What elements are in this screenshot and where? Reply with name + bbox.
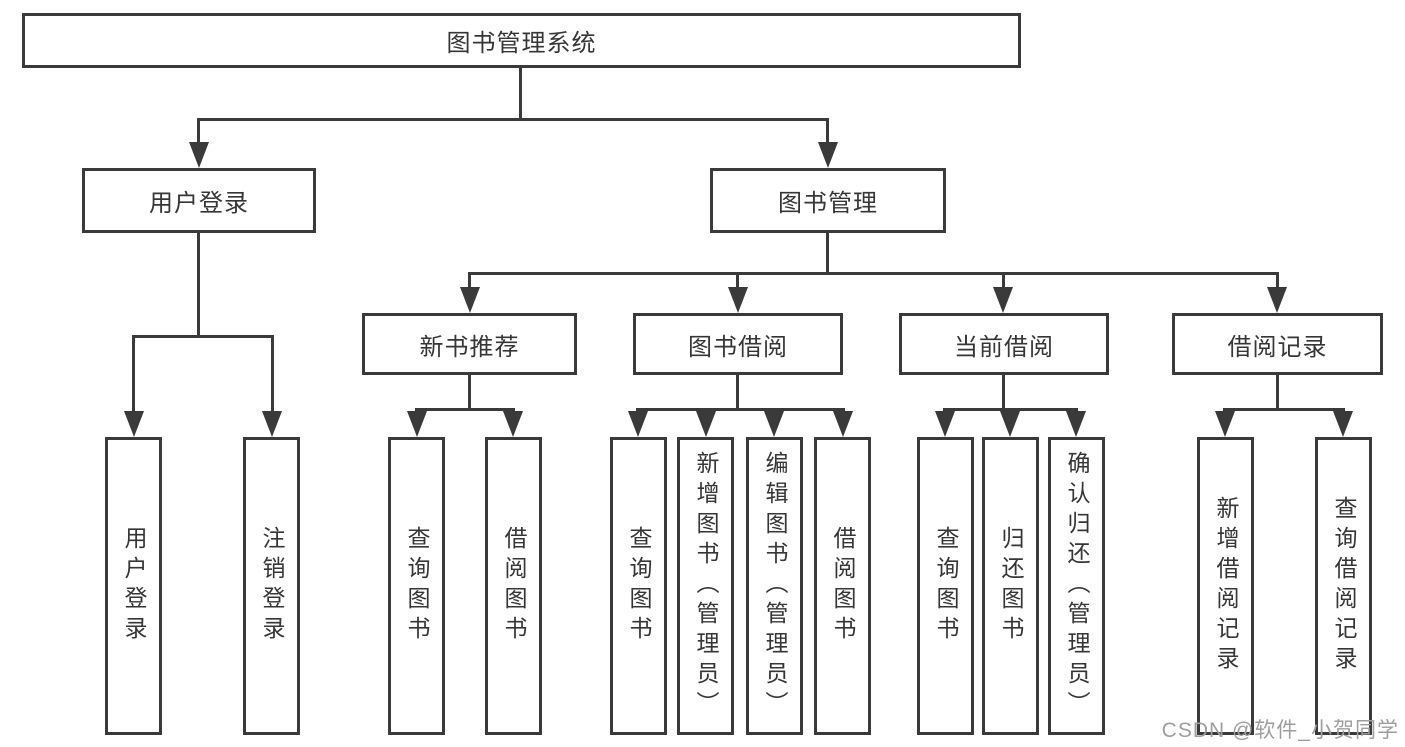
node-leaf-query-book-borrow: 查询图书 bbox=[610, 437, 667, 735]
arrow-down-icon bbox=[728, 287, 748, 313]
node-leaf-logout: 注销登录 bbox=[243, 437, 300, 735]
arrow-down-icon bbox=[1215, 411, 1235, 437]
arrow-down-icon bbox=[1333, 411, 1353, 437]
connector-line bbox=[826, 233, 829, 275]
connector-line bbox=[132, 335, 135, 415]
node-leaf-borrow-book: 借阅图书 bbox=[814, 437, 871, 735]
connector-line bbox=[271, 335, 274, 415]
connector-line bbox=[468, 272, 471, 290]
leaf-label: 编辑图书（管理员） bbox=[762, 451, 788, 721]
arrow-down-icon bbox=[189, 142, 209, 168]
connector-line bbox=[736, 272, 739, 290]
arrow-down-icon bbox=[993, 287, 1013, 313]
connector-line bbox=[197, 118, 200, 146]
node-library-management-system: 图书管理系统 bbox=[22, 13, 1021, 68]
connector-line bbox=[1002, 272, 1005, 290]
node-book-borrowing: 图书借阅 bbox=[633, 313, 843, 375]
arrow-down-icon bbox=[460, 287, 480, 313]
arrow-down-icon bbox=[124, 411, 144, 437]
connector-line bbox=[519, 68, 522, 121]
leaf-label: 新增图书（管理员） bbox=[693, 451, 719, 721]
leaf-label: 查询图书 bbox=[933, 526, 959, 646]
connector-line bbox=[1223, 408, 1345, 411]
leaf-label: 用户登录 bbox=[121, 526, 147, 646]
arrow-down-icon bbox=[935, 411, 955, 437]
arrow-down-icon bbox=[764, 411, 784, 437]
arrow-down-icon bbox=[1000, 411, 1020, 437]
connector-line bbox=[197, 118, 829, 121]
watermark: CSDN @软件_小贺同学 bbox=[1161, 719, 1399, 742]
node-leaf-query-book-current: 查询图书 bbox=[917, 437, 974, 735]
connector-line bbox=[1276, 272, 1279, 290]
arrow-down-icon bbox=[1267, 287, 1287, 313]
node-book-management: 图书管理 bbox=[710, 168, 946, 233]
leaf-label: 借阅图书 bbox=[830, 526, 856, 646]
arrow-down-icon bbox=[1066, 411, 1086, 437]
node-leaf-return-book: 归还图书 bbox=[982, 437, 1039, 735]
node-leaf-borrow-book-rec: 借阅图书 bbox=[485, 437, 542, 735]
node-leaf-confirm-return-admin: 确认归还（管理员） bbox=[1048, 437, 1105, 735]
arrow-down-icon bbox=[628, 411, 648, 437]
leaf-label: 新增借阅记录 bbox=[1213, 496, 1239, 676]
connector-line bbox=[468, 272, 1279, 275]
node-user-login: 用户登录 bbox=[82, 168, 316, 233]
arrow-down-icon bbox=[818, 142, 838, 168]
node-leaf-query-book-rec: 查询图书 bbox=[388, 437, 445, 735]
node-leaf-user-login: 用户登录 bbox=[105, 437, 162, 735]
arrow-down-icon bbox=[503, 411, 523, 437]
connector-line bbox=[943, 408, 1078, 411]
leaf-label: 查询图书 bbox=[404, 526, 430, 646]
arrow-down-icon bbox=[262, 411, 282, 437]
connector-line bbox=[736, 375, 739, 411]
connector-line bbox=[197, 233, 200, 338]
connector-line bbox=[132, 335, 274, 338]
node-leaf-add-book-admin: 新增图书（管理员） bbox=[677, 437, 734, 735]
leaf-label: 借阅图书 bbox=[501, 526, 527, 646]
connector-line bbox=[1002, 375, 1005, 411]
leaf-label: 查询借阅记录 bbox=[1331, 496, 1357, 676]
connector-line bbox=[415, 408, 515, 411]
leaf-label: 确认归还（管理员） bbox=[1064, 451, 1090, 721]
node-new-book-recommendation: 新书推荐 bbox=[362, 313, 577, 375]
arrow-down-icon bbox=[696, 411, 716, 437]
node-leaf-add-borrow-record: 新增借阅记录 bbox=[1197, 437, 1254, 735]
leaf-label: 归还图书 bbox=[998, 526, 1024, 646]
connector-line bbox=[1276, 375, 1279, 411]
node-leaf-query-borrow-record: 查询借阅记录 bbox=[1315, 437, 1372, 735]
leaf-label: 注销登录 bbox=[259, 526, 285, 646]
connector-line bbox=[636, 408, 845, 411]
connector-line bbox=[468, 375, 471, 411]
node-leaf-edit-book-admin: 编辑图书（管理员） bbox=[746, 437, 803, 735]
node-current-borrowing: 当前借阅 bbox=[899, 313, 1109, 375]
connector-line bbox=[826, 118, 829, 146]
leaf-label: 查询图书 bbox=[626, 526, 652, 646]
arrow-down-icon bbox=[833, 411, 853, 437]
node-borrowing-records: 借阅记录 bbox=[1172, 313, 1383, 375]
arrow-down-icon bbox=[407, 411, 427, 437]
